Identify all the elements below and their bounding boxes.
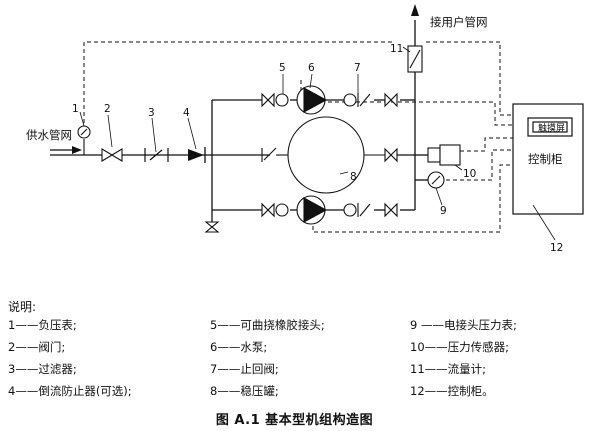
schematic-diagram: 供水管网 接用户管网 触摸屏 控制柜 1 2 3 4 5 6 7 8 9 10 … — [26, 4, 584, 254]
leader-lines — [79, 46, 556, 241]
top-outlet-valve-icon — [384, 92, 398, 108]
top-joint-icon — [343, 93, 357, 107]
num-11: 11 — [390, 43, 403, 55]
legend-item-7: 7——止回阀; — [210, 362, 279, 376]
pressure-sensor-icon — [427, 144, 461, 166]
flow-meter-icon — [407, 45, 423, 73]
num-10: 10 — [463, 168, 476, 180]
middle-branch — [261, 116, 398, 194]
num-3: 3 — [148, 107, 155, 119]
tank-valve-icon — [384, 147, 398, 163]
bottom-valve-icon — [261, 202, 275, 218]
top-valve-icon — [261, 92, 275, 108]
user-label: 接用户管网 — [430, 15, 488, 29]
num-5: 5 — [279, 62, 286, 74]
num-1: 1 — [72, 103, 79, 115]
legend-item-11: 11——流量计; — [410, 362, 487, 376]
num-8: 8 — [350, 171, 357, 183]
bottom-flex-joint-icon — [275, 203, 289, 217]
legend-item-9: 9 ——电接头压力表; — [410, 318, 517, 332]
legend-item-6: 6——水泵; — [210, 340, 268, 354]
outlet-arrow — [411, 4, 419, 16]
num-7: 7 — [354, 62, 361, 74]
supply-inlet-arrow — [50, 146, 82, 154]
backflow-preventer-icon — [188, 147, 206, 163]
legend-item-8: 8——稳压罐; — [210, 384, 279, 398]
drain-valve-icon — [204, 221, 220, 233]
legend-item-4: 4——倒流防止器(可选); — [8, 384, 132, 398]
cabinet-label: 控制柜 — [528, 152, 563, 166]
bottom-branch — [261, 195, 398, 225]
figure-caption: 图 A.1 基本型机组构造图 — [215, 413, 374, 428]
legend-item-3: 3——过滤器; — [8, 362, 77, 376]
top-branch — [261, 85, 398, 115]
filter-icon — [144, 148, 169, 162]
num-12: 12 — [550, 242, 563, 254]
legend-title: 说明: — [8, 300, 37, 314]
legend-item-2: 2——阀门; — [8, 340, 66, 354]
num-9: 9 — [440, 205, 447, 217]
bottom-joint-icon — [343, 203, 357, 217]
legend-item-5: 5——可曲挠橡胶接头; — [210, 318, 325, 332]
supply-label: 供水管网 — [26, 128, 72, 142]
num-4: 4 — [183, 107, 190, 119]
pipe-network — [50, 20, 428, 222]
legend-item-12: 12——控制柜。 — [410, 384, 494, 398]
legend-item-1: 1——负压表; — [8, 318, 77, 332]
legend-item-10: 10——压力传感器; — [410, 340, 510, 354]
pressure-gauge-icon — [427, 171, 445, 189]
control-wiring — [83, 30, 513, 233]
num-2: 2 — [104, 103, 111, 115]
num-6: 6 — [308, 62, 315, 74]
control-cabinet — [512, 103, 584, 215]
top-flex-joint-icon — [275, 93, 289, 107]
valve-icon — [101, 148, 123, 162]
bottom-outlet-valve-icon — [384, 202, 398, 218]
screen-label: 触摸屏 — [538, 122, 565, 134]
